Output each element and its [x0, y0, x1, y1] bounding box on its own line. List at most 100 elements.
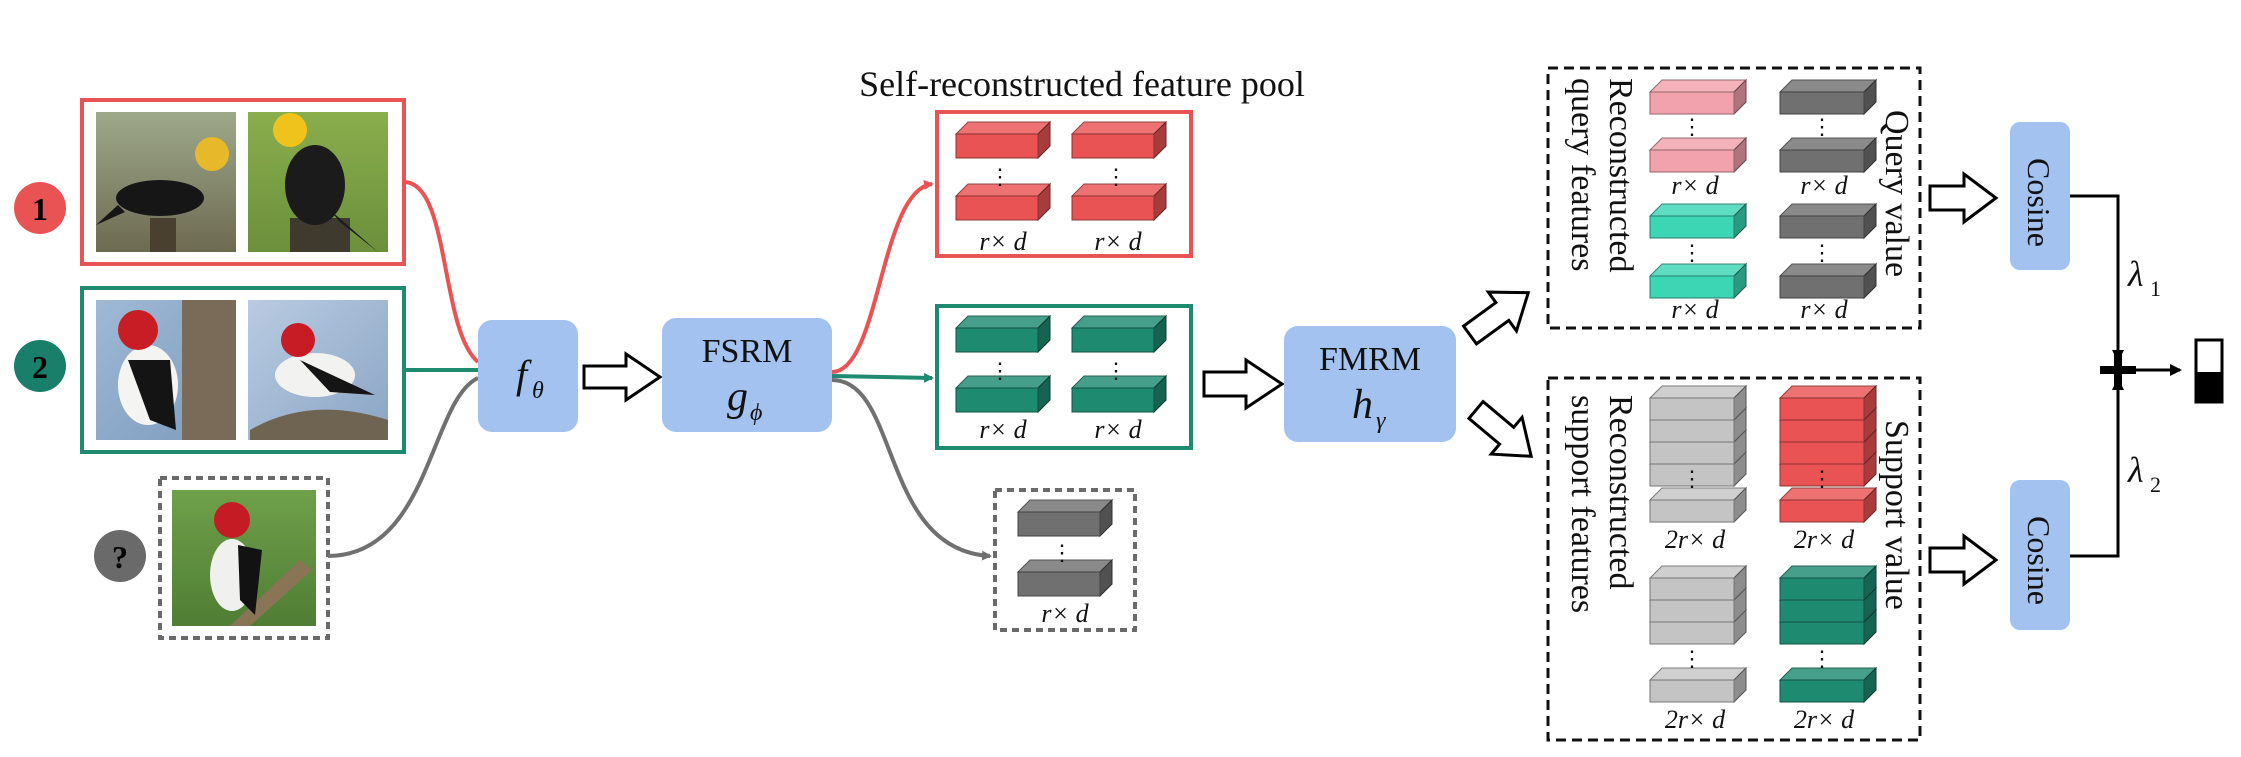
svg-text:?: ?: [112, 539, 128, 575]
edge-cosine-bottom-to-sum: [2070, 378, 2124, 558]
pool-green-a-dots: ⋮: [989, 358, 1011, 383]
query-cyan-bottom-top: [1648, 263, 1748, 277]
support-teal-stack-layer-0-front: [1779, 621, 1865, 645]
support-gray-1-dots: ⋮: [1681, 466, 1703, 491]
output-probability-icon: [2194, 338, 2224, 404]
query-frame: [158, 476, 330, 640]
pool-gray-bottom-front: [1017, 571, 1101, 597]
edge-fsrm-to-pool-red: [831, 179, 934, 374]
svg-text:θ: θ: [532, 378, 544, 404]
pool-red-b-top-top: [1070, 121, 1168, 135]
support-gray-1-stack-layer-1-front: [1649, 441, 1735, 465]
pool-green-a-top-front: [955, 327, 1039, 353]
sum-node: [2100, 352, 2136, 388]
pool-red-b-dots: ⋮: [1105, 164, 1127, 189]
pool-gray-dots: ⋮: [1051, 540, 1073, 565]
bird-photo-2b: [248, 300, 388, 440]
support-teal-single-front: [1779, 679, 1865, 703]
support-dim-4: 2r× d: [1794, 705, 1855, 734]
svg-text:1: 1: [2150, 276, 2161, 301]
support-gray-2-stack-layer-2-top: [1648, 565, 1748, 579]
query-pink-bottom-top: [1648, 137, 1748, 151]
arrow-fmrm-to-query-panel: [1461, 290, 1531, 346]
pool-title: Self-reconstructed feature pool: [859, 64, 1305, 104]
query-value-2-bottom-top: [1778, 263, 1878, 277]
support-teal-stack-layer-2-top: [1778, 565, 1878, 579]
arrow-support-to-cosine: [1928, 533, 1999, 587]
query-pink-top-front: [1649, 91, 1735, 115]
query-value-1-top-top: [1778, 79, 1878, 93]
pool-gray-top-top: [1016, 499, 1114, 513]
query-value-1-bottom-front: [1779, 149, 1865, 173]
pool-box-red: [935, 110, 1193, 258]
support-red-stack-layer-3-top: [1778, 385, 1878, 399]
class-1-badge: 1: [14, 182, 66, 234]
query-panel: [1546, 66, 1922, 330]
support-gray-2-stack-layer-0-front: [1649, 621, 1735, 645]
pool-red-a-top-top: [954, 121, 1052, 135]
pool-gray-stack: [1016, 498, 1114, 598]
arrow-fmrm-to-support-panel: [1466, 399, 1534, 458]
fsrm-module: FSRM g ϕ: [662, 318, 832, 432]
fmrm-module: FMRM h γ: [1284, 326, 1456, 442]
pool-green-b-top-top: [1070, 315, 1168, 329]
svg-text:query features: query features: [1564, 78, 1601, 272]
support-dim-3: 2r× d: [1794, 525, 1855, 554]
svg-text:γ: γ: [1376, 408, 1386, 434]
arrow-pool-to-fmrm: [1202, 357, 1285, 411]
pool-green-b-bottom-front: [1071, 387, 1155, 413]
svg-text:Reconstructed: Reconstructed: [1602, 78, 1639, 273]
edge-fsrm-to-pool-green: [831, 372, 934, 383]
pool-gray-dim: r× d: [1041, 599, 1089, 628]
pool-green-b-top-front: [1071, 327, 1155, 353]
support-gray-1-stack-layer-2-front: [1649, 419, 1735, 443]
arrow-encoder-to-fsrm: [582, 351, 663, 403]
support-red-stack-layer-3-front: [1779, 397, 1865, 421]
svg-text:2: 2: [32, 349, 48, 385]
support-teal-stack-layer-1-front: [1779, 599, 1865, 623]
query-badge: ?: [94, 530, 146, 582]
support-gray-1-stack-layer-3-top: [1648, 385, 1748, 399]
pool-red-b-top-front: [1071, 133, 1155, 159]
support-gray-2-single-front: [1649, 679, 1735, 703]
query-cyan-bottom-front: [1649, 275, 1735, 299]
query-value-1-bottom-top: [1778, 137, 1878, 151]
svg-text:Cosine: Cosine: [2021, 516, 2057, 605]
svg-text:FSRM: FSRM: [702, 333, 793, 370]
support-red-single-front: [1779, 499, 1865, 523]
support-teal-stack-layer-2-front: [1779, 577, 1865, 601]
lambda-2-label: λ 2: [2127, 450, 2161, 497]
arrow-query-to-cosine: [1928, 171, 1999, 225]
query-value-1-top-front: [1779, 91, 1865, 115]
support-teal-dots: ⋮: [1811, 646, 1833, 671]
pool-green-dim-right: r× d: [1094, 415, 1142, 444]
support-gray-1-stack-layer-3-front: [1649, 397, 1735, 421]
pool-red-b-bottom-front: [1071, 195, 1155, 221]
support-panel: [1546, 376, 1922, 742]
support-red-dots: ⋮: [1811, 466, 1833, 491]
svg-text:λ: λ: [2127, 254, 2144, 294]
edge-query-to-encoder: [327, 376, 479, 558]
query-value-2-dots: ⋮: [1811, 240, 1833, 265]
class-2-badge: 2: [14, 340, 66, 392]
svg-text:support features: support features: [1564, 395, 1601, 613]
query-dim-1: r× d: [1671, 171, 1719, 200]
support-gray-2-dots: ⋮: [1681, 646, 1703, 671]
svg-text:FMRM: FMRM: [1319, 341, 1421, 378]
query-value-2-bottom-front: [1779, 275, 1865, 299]
query-value-2-top-front: [1779, 215, 1865, 239]
support-gray-2-stack-layer-2-front: [1649, 577, 1735, 601]
pool-green-b-dots: ⋮: [1105, 358, 1127, 383]
query-cyan-dots: ⋮: [1681, 240, 1703, 265]
query-value-2-top-top: [1778, 203, 1878, 217]
support-red-stack-layer-1-front: [1779, 441, 1865, 465]
pool-red-stacks: [954, 120, 1168, 222]
edge-cosine-top-to-sum: [2070, 194, 2124, 362]
support-dim-1: 2r× d: [1665, 525, 1726, 554]
svg-text:g: g: [727, 374, 748, 420]
pool-ellipsis-marks: ⋮⋮⋮⋮⋮: [989, 164, 1127, 565]
pool-green-a-top-top: [954, 315, 1052, 329]
svg-text:2: 2: [2150, 472, 2161, 497]
support-panel-right-label: Support value: [1878, 420, 1915, 610]
query-dim-3: r× d: [1800, 171, 1848, 200]
